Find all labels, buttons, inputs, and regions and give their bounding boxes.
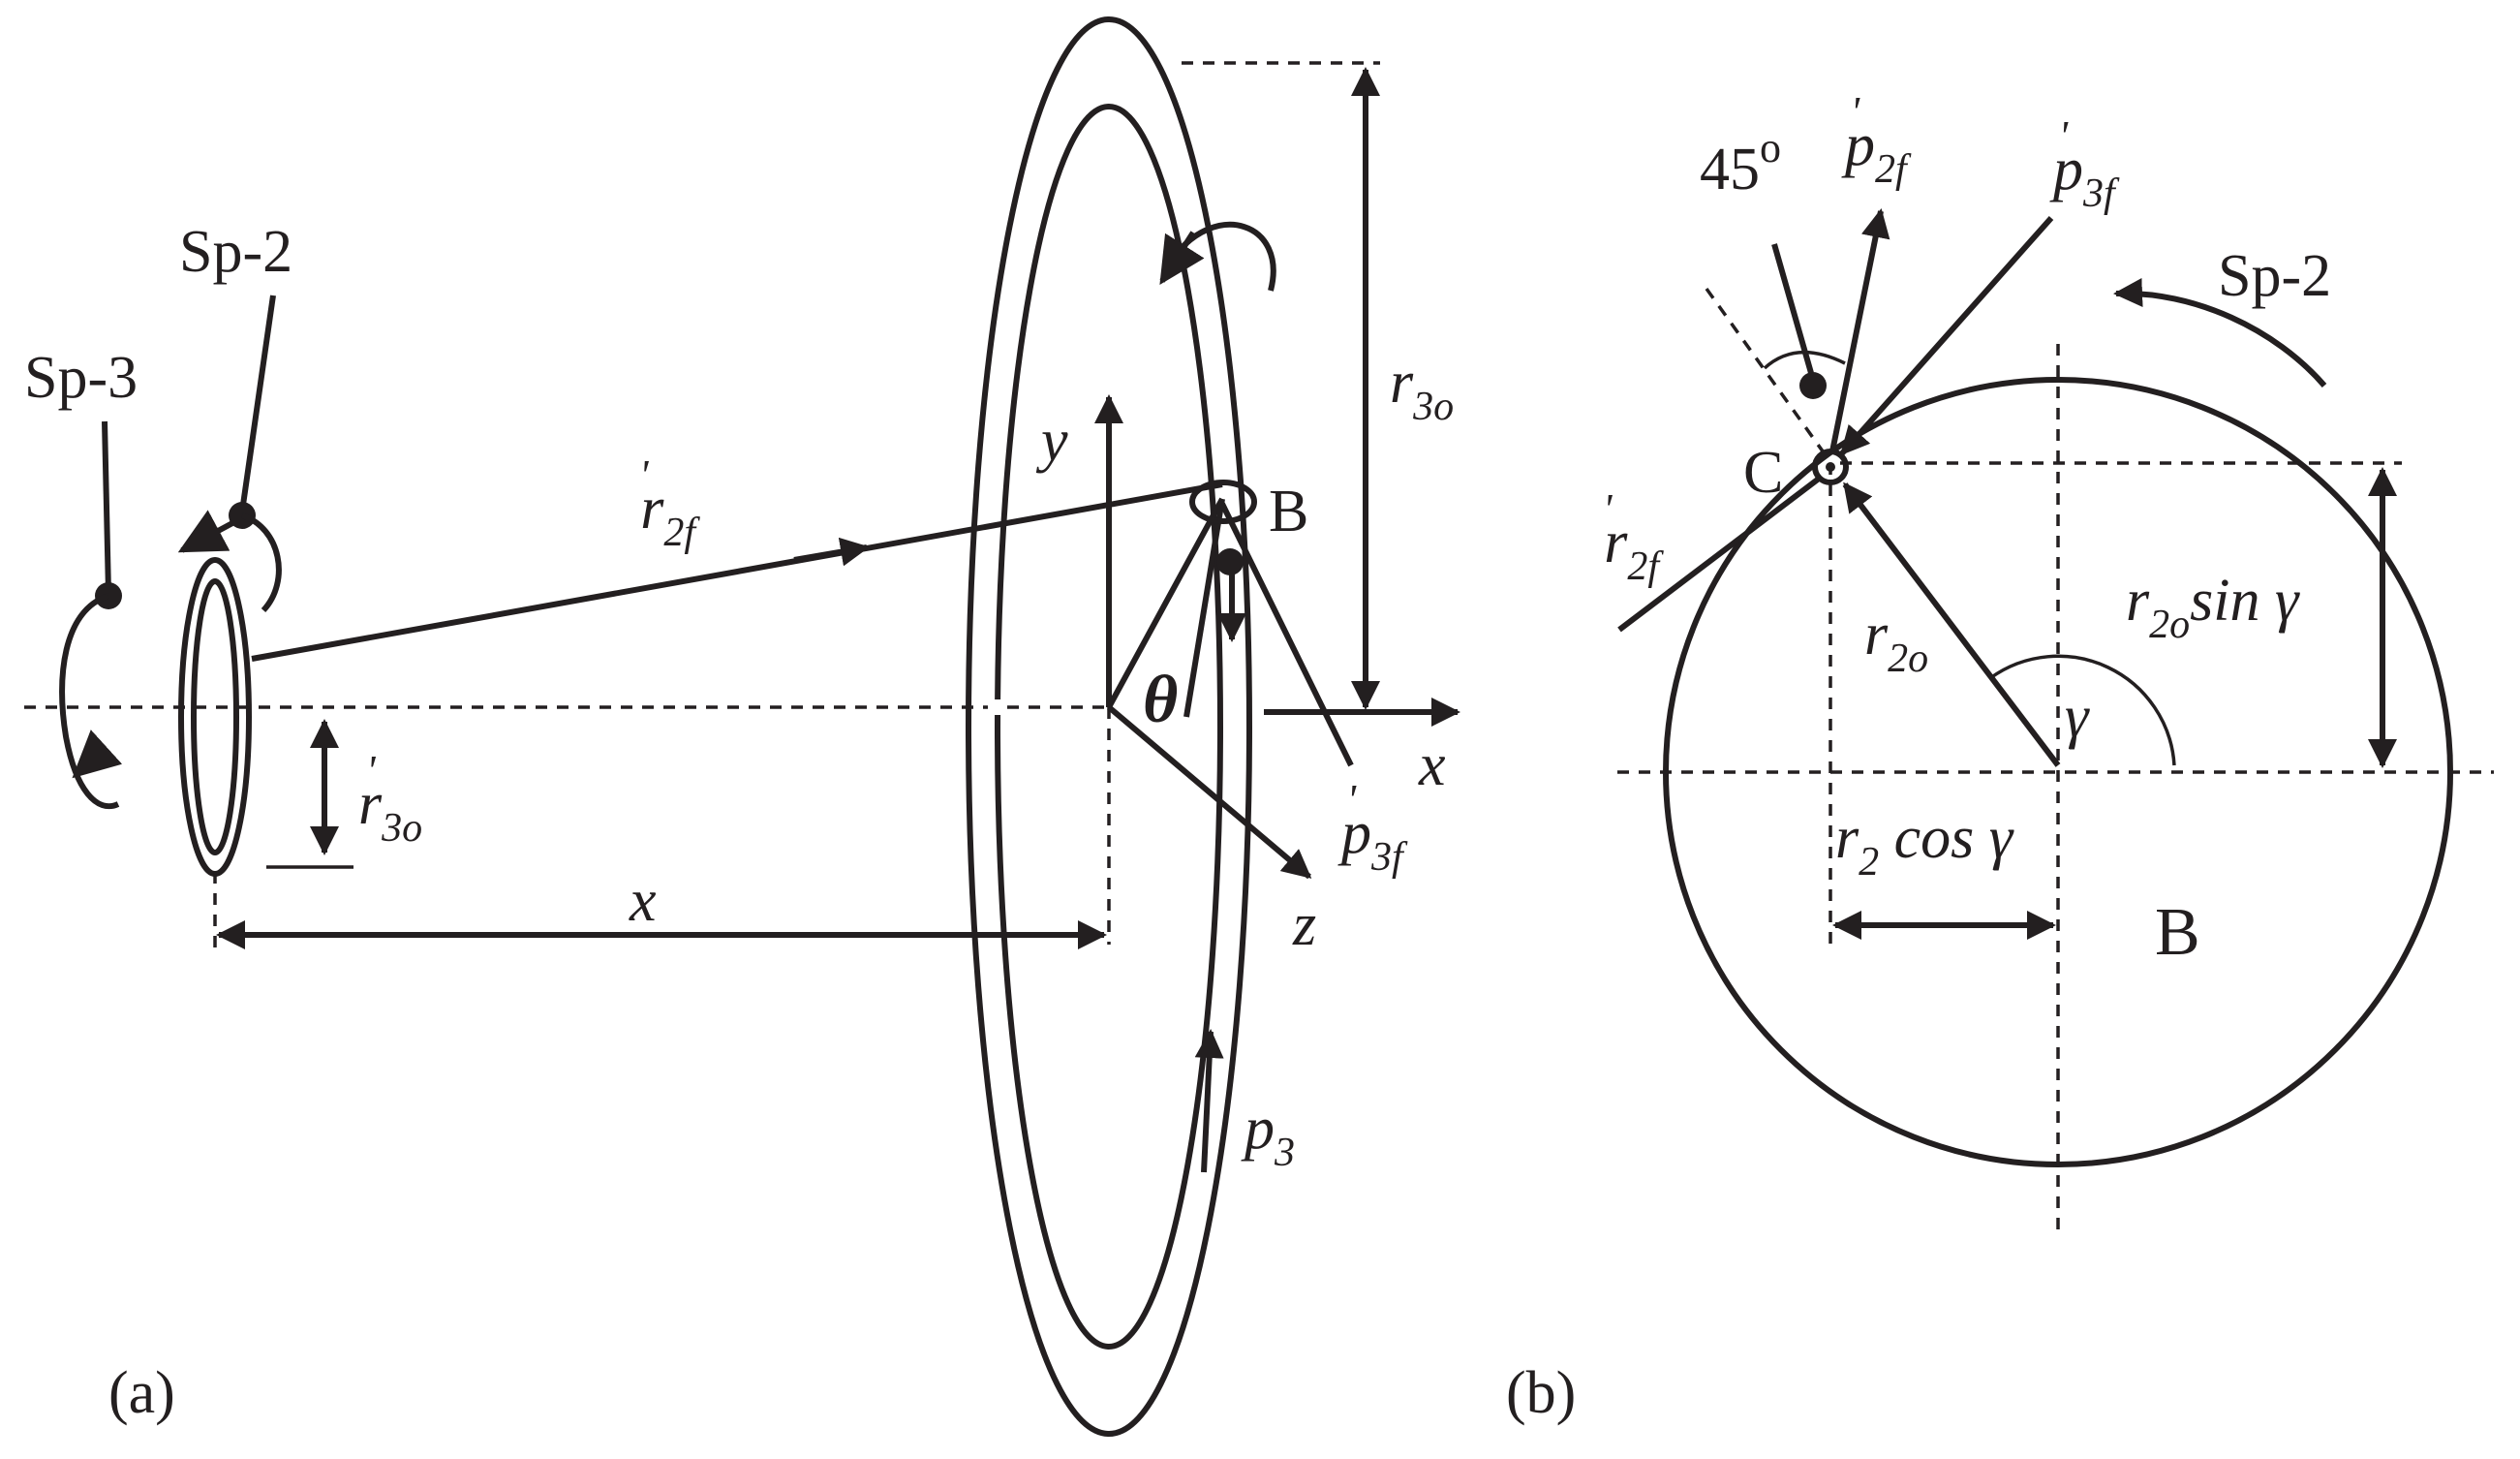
panel-a-label: (a): [108, 1360, 175, 1426]
p3f-prime-vector-b: [1839, 216, 2054, 456]
sp3-label: Sp-3: [24, 345, 138, 411]
point-c-marker: [1812, 449, 1849, 485]
small-ring-inner: [191, 578, 239, 855]
r2o-sin-label: r2osin γ: [2126, 568, 2300, 647]
theta-side-to-b: [1106, 497, 1225, 709]
theta-label: θ: [1143, 663, 1178, 737]
sp3-rotation-arrowhead: [72, 730, 123, 779]
r3o-label: r3o: [1390, 350, 1454, 429]
sp2-label: Sp-2: [179, 219, 292, 285]
r2f-prime-label: r2f': [639, 451, 700, 555]
p2f-prime-vector: [1829, 208, 1890, 452]
p3-arrow: [1194, 1029, 1224, 1173]
r2f-prime-b-label: r2f': [1603, 485, 1664, 589]
p3f-prime-b-label: p3f': [2049, 112, 2120, 216]
z-axis-arrow: [1107, 704, 1312, 880]
r2-cos-label: r2 cos γ: [1835, 805, 2014, 885]
angle-45-label: 45o: [1700, 124, 1781, 202]
p2f-prime-label: p2f': [1841, 88, 1912, 192]
panel-b: C r2f' p2f' p3f' 45o Sp-2 r2o γ r2osin γ…: [1506, 88, 2494, 1426]
point-b-marker: [1189, 480, 1257, 524]
sp3-rotation-arrow: [59, 593, 120, 810]
r2o-vector: [1842, 481, 2061, 767]
axis-gap: [990, 699, 1005, 715]
large-ring-outer: [966, 16, 1252, 1437]
sp2-rotation-arrowhead: [177, 510, 234, 553]
r2f-prime-vector: [251, 481, 1223, 662]
sp2-b-label: Sp-2: [2218, 243, 2331, 309]
r2f-prime-tangent: [1617, 476, 1821, 633]
point-b-label: B: [1269, 479, 1308, 544]
theta-side-ring: [1183, 498, 1225, 718]
angle-45-dot: [1799, 372, 1827, 399]
x-axis-label: x: [1418, 732, 1446, 798]
sp2-leader: [239, 295, 276, 512]
panel-a: Sp-3 Sp-2 r3o' x r2f': [24, 16, 1460, 1437]
sp2-rotation-arrow: [240, 512, 282, 613]
r2f-prime-mid-arrow: [793, 537, 870, 567]
circle-b-label: B: [2155, 895, 2200, 970]
point-c-label: C: [1743, 440, 1783, 506]
sp3-leader: [102, 420, 111, 594]
angle-45-arc: [1763, 351, 1846, 370]
z-axis-label: z: [1292, 892, 1316, 958]
p3f-prime-leader: [1219, 502, 1354, 767]
sp2-b-arrow: [2113, 278, 2327, 388]
y-axis-label: y: [1035, 408, 1068, 474]
x-distance-label: x: [629, 868, 657, 934]
r2o-label: r2o: [1864, 602, 1928, 681]
large-ring-inner: [995, 104, 1223, 1350]
b-dot: [1216, 548, 1244, 575]
ring-rotation-arrowhead: [1159, 231, 1205, 286]
p3f-prime-label: p3f': [1337, 776, 1408, 880]
45-degree-guide: [1705, 287, 1828, 457]
r3o-prime-label: r3o': [358, 747, 422, 851]
gamma-arc: [1988, 654, 2176, 766]
panel-b-label: (b): [1506, 1360, 1576, 1426]
gamma-label: γ: [2065, 684, 2090, 750]
point-c-center: [1826, 462, 1835, 472]
p3-label: p3: [1241, 1096, 1295, 1175]
